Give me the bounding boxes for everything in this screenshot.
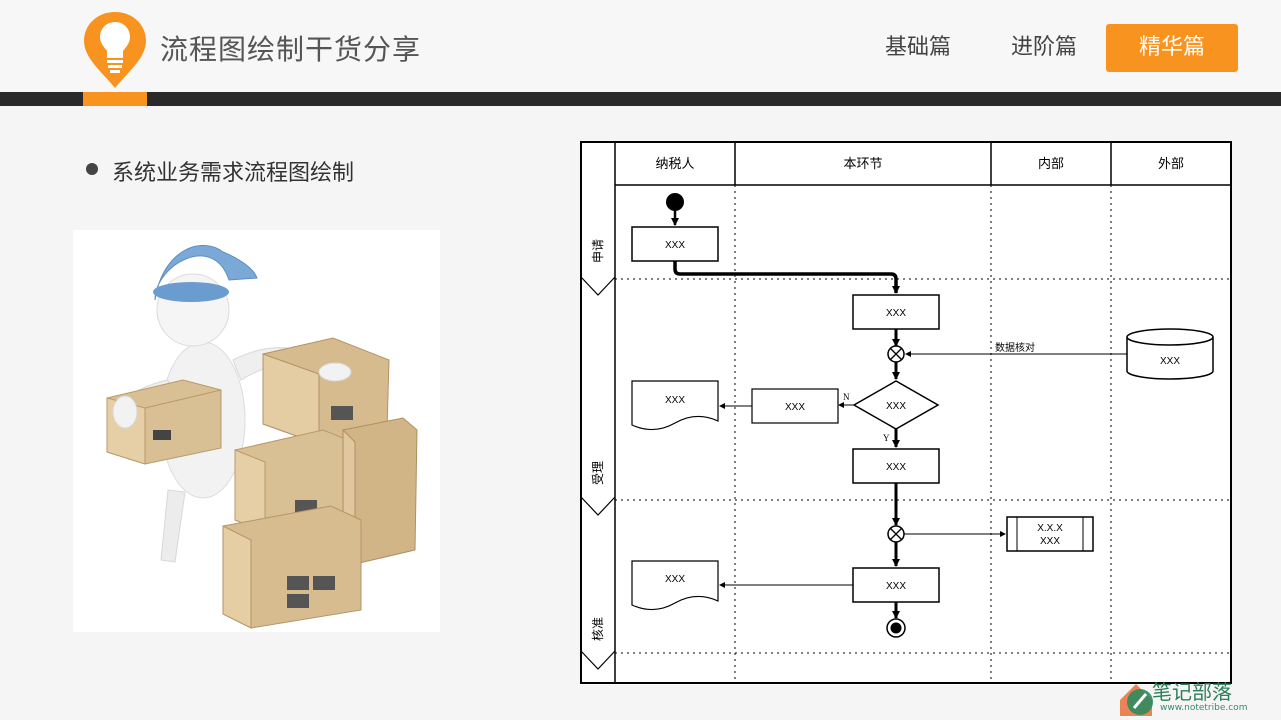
swimlane-flowchart: 纳税人 本环节 内部 外部 申请 受理 核准 XXX XXX XXX 数据核对 …: [580, 141, 1232, 685]
reject-box-text: XXX: [785, 402, 805, 413]
col-header-internal: 内部: [1038, 156, 1064, 171]
document-node-1: [631, 380, 719, 431]
approve-process-box: [852, 567, 940, 603]
stage-label-accept: 受理: [591, 461, 605, 485]
external-process-box: [1006, 516, 1094, 552]
header-divider-bar: [0, 92, 1281, 106]
approve-box-text: XXX: [886, 581, 906, 592]
col-header-this-step: 本环节: [843, 156, 882, 171]
document-node-2: [631, 560, 719, 611]
bullet-dot: [86, 163, 98, 175]
start-node: [666, 193, 684, 211]
accept-box-text: XXX: [886, 308, 906, 319]
apply-box-text: XXX: [665, 240, 685, 251]
tab-essence[interactable]: 精华篇: [1106, 24, 1238, 72]
page-title: 流程图绘制干货分享: [160, 33, 422, 66]
stage-label-apply: 申请: [591, 239, 605, 263]
external-box-text-2: XXX: [1040, 536, 1060, 547]
delivery-person-illustration: [73, 230, 440, 632]
col-header-taxpayer: 纳税人: [655, 156, 694, 171]
yes-label: Y: [883, 433, 890, 443]
watermark-text: 笔记部落: [1152, 680, 1232, 704]
header: [0, 0, 1281, 92]
database-node: [1126, 337, 1214, 380]
handle-box-text: XXX: [886, 462, 906, 473]
handle-process-box: [852, 448, 940, 484]
data-check-label: 数据核对: [995, 341, 1035, 354]
tab-advanced[interactable]: 进阶篇: [1010, 35, 1077, 60]
lightbulb-logo-icon: [84, 12, 146, 88]
apply-process-box: [631, 226, 719, 262]
watermark-logo-icon: [1120, 684, 1153, 716]
bullet-text: 系统业务需求流程图绘制: [112, 161, 355, 186]
tab-basic[interactable]: 基础篇: [884, 35, 951, 60]
reject-process-box: [751, 388, 839, 424]
watermark-subtext: www.notetribe.com: [1160, 703, 1248, 713]
decision-text: XXX: [886, 401, 906, 412]
database-text: XXX: [1160, 356, 1180, 367]
header-accent-block: [83, 92, 147, 106]
col-header-external: 外部: [1158, 156, 1184, 171]
external-box-text-1: X.X.X: [1037, 523, 1063, 534]
accept-process-box: [852, 294, 940, 330]
document-1-text: XXX: [665, 395, 685, 406]
no-label: N: [843, 392, 850, 402]
document-2-text: XXX: [665, 574, 685, 585]
stage-label-approve: 核准: [591, 617, 605, 641]
